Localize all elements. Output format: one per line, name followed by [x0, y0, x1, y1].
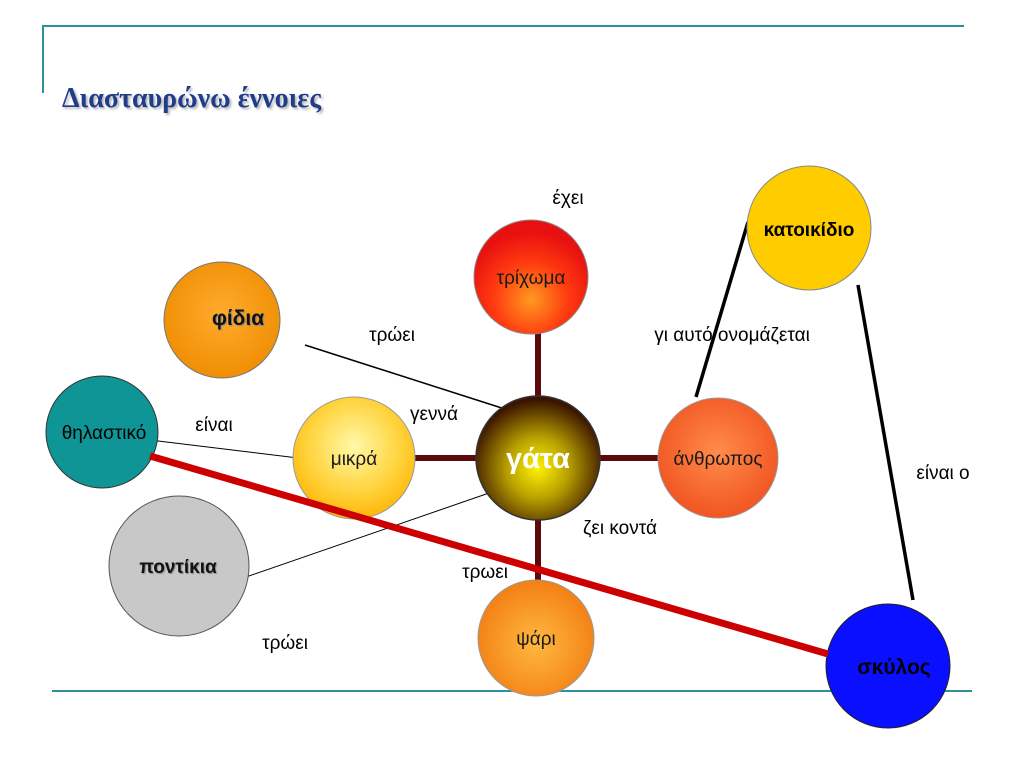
relation-onomazetai: γι αυτό ονομάζεται: [654, 325, 810, 346]
node-label-mikra: μικρά: [331, 449, 377, 470]
link-katoikidio-skylos: [856, 284, 915, 601]
link-fidia-gata: [304, 344, 509, 411]
relation-zei-konta: ζει κοντά: [583, 518, 657, 539]
relation-troei-pontikia: τρώει: [262, 633, 308, 654]
link-pontikia-gata: [245, 491, 493, 578]
left-rule: [42, 25, 44, 93]
node-label-katoikidio: κατοικίδιο: [764, 220, 855, 241]
node-label-psari: ψάρι: [516, 629, 556, 650]
node-skylos: [825, 603, 951, 729]
node-label-trichoma: τρίχωμα: [497, 268, 566, 289]
link-thilastiko-skylos: [149, 452, 829, 658]
node-pontikia: [108, 495, 250, 637]
node-gata: [475, 395, 601, 521]
top-rule: [42, 25, 964, 27]
slide-title: Διασταυρώνω έννοιες: [62, 83, 322, 114]
relation-einai: είναι: [195, 415, 232, 436]
node-label-anthropos: άνθρωπος: [674, 449, 763, 470]
relation-troei-psari: τρωει: [462, 562, 508, 583]
node-label-pontikia: ποντίκια: [139, 557, 217, 578]
node-label-skylos: σκύλος: [857, 656, 931, 679]
node-label-fidia: φίδια: [212, 307, 264, 330]
node-thilastiko: [45, 375, 159, 489]
link-anthropos-katoikidio: [694, 221, 750, 398]
node-psari: [477, 579, 595, 697]
relation-troei-fidia: τρώει: [369, 325, 415, 346]
node-label-thilastiko: θηλαστικό: [62, 423, 147, 444]
node-anthropos: [657, 397, 779, 519]
link-thilastiko-mikra: [149, 439, 299, 459]
node-trichoma: [473, 219, 589, 335]
node-fidia: [163, 261, 281, 379]
relation-echei: έχει: [552, 188, 583, 209]
node-katoikidio: [746, 165, 872, 291]
relation-einai-o: είναι ο: [916, 463, 969, 484]
node-label-gata: γάτα: [506, 443, 570, 475]
relation-genna: γεννά: [410, 404, 458, 425]
